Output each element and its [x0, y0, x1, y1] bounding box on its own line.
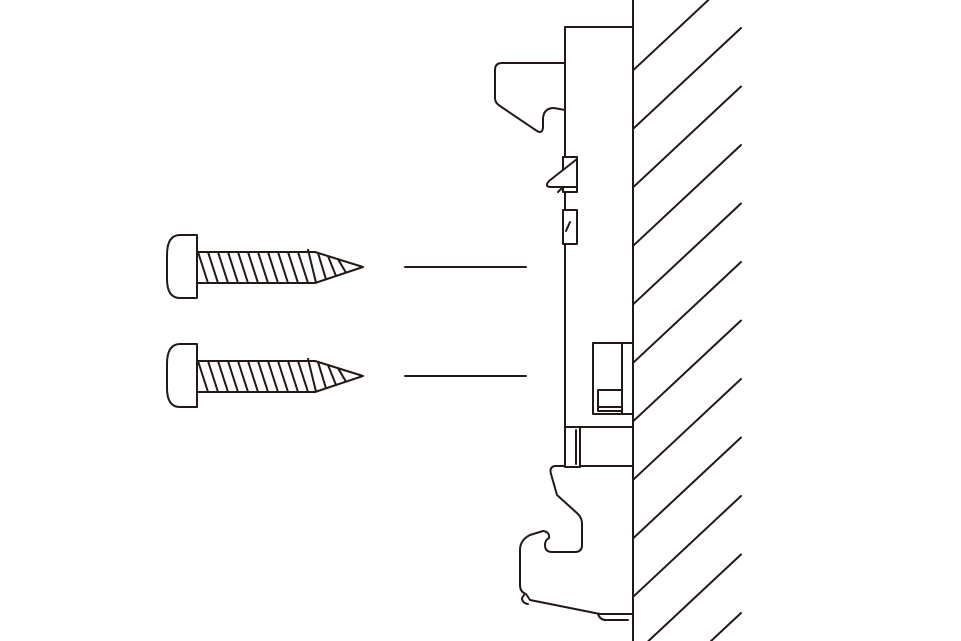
screw-thread — [277, 251, 289, 284]
screw-head — [166, 343, 198, 408]
screw-thread — [207, 360, 219, 393]
wall-hatch-line — [633, 319, 742, 422]
screw-shaft — [196, 251, 364, 284]
screw-thread — [247, 360, 259, 393]
screw-thread — [337, 367, 347, 383]
screw-thread — [217, 251, 229, 284]
screw-thread — [227, 360, 239, 393]
screw-thread — [337, 258, 347, 274]
screw-head — [166, 234, 198, 299]
screw-thread — [227, 251, 239, 284]
screw-thread — [197, 360, 209, 393]
screw-thread — [267, 360, 279, 393]
screw-thread — [267, 251, 279, 284]
bracket-small-slot — [562, 209, 578, 245]
bracket-slot-mark — [565, 221, 571, 232]
screw-thread — [257, 360, 269, 393]
screw-icon — [166, 343, 364, 408]
bracket-latch-edge — [557, 186, 564, 193]
screw-thread — [287, 251, 299, 284]
wall-hatch-line — [710, 612, 742, 641]
screw-thread — [237, 251, 249, 284]
screw-thread — [297, 360, 309, 393]
screw-icon — [166, 234, 364, 299]
wall-hatch-line — [633, 261, 742, 363]
wall-hatch-line — [633, 436, 742, 539]
bracket-lower-tab — [564, 426, 581, 468]
wall-hatch-line — [633, 0, 710, 71]
screw-thread — [257, 251, 269, 284]
bracket-latch — [545, 158, 578, 188]
screw-thread — [277, 360, 289, 393]
bracket-release-block — [592, 342, 634, 415]
wall-hatch-line — [633, 495, 742, 597]
bracket-release-window — [597, 389, 623, 412]
screw-thread — [207, 251, 219, 284]
screw-thread — [317, 251, 327, 281]
wall-hatch-line — [633, 27, 742, 129]
wall-hatch-line — [633, 85, 742, 188]
screw-thread — [307, 357, 317, 393]
screw-thread — [247, 251, 259, 284]
screw-thread — [317, 360, 327, 390]
screw-thread — [287, 360, 299, 393]
wall-hatch-line — [633, 202, 742, 305]
screw-shaft — [196, 360, 364, 393]
wall-hatch-line — [633, 378, 742, 480]
screw-thread — [237, 360, 249, 393]
screw-thread — [307, 248, 317, 284]
screws-group — [166, 234, 364, 408]
din-rail-bracket — [494, 26, 634, 621]
bracket-upper-hook — [494, 62, 566, 133]
screw-thread — [197, 251, 209, 284]
screw-thread — [327, 364, 337, 386]
wall-hatch-line — [633, 144, 742, 246]
screw-thread — [217, 360, 229, 393]
bracket-bottom-foot — [521, 594, 629, 621]
hatched-wall — [632, 0, 742, 641]
bracket-lower-hook — [519, 465, 634, 615]
wall-hatch-line — [647, 553, 742, 641]
screw-thread — [327, 255, 337, 277]
screw-thread — [297, 251, 309, 284]
